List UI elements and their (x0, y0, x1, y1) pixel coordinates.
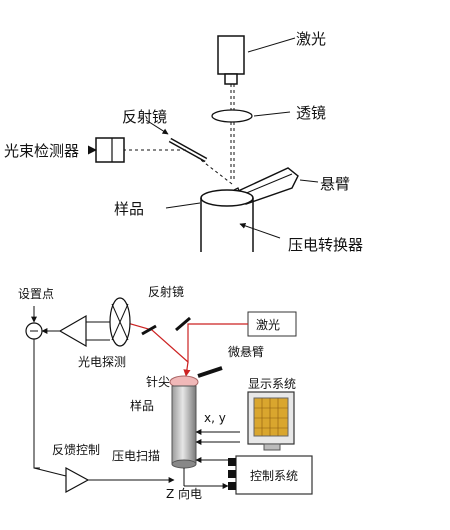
mirror-label: 反射镜 (148, 284, 184, 299)
beam-detector (95, 137, 125, 163)
top-sample-label: 样品 (114, 200, 144, 218)
amplifier (58, 314, 87, 348)
xy-label: x, y (204, 411, 226, 425)
top-scanner-label: 压电转换器 (288, 236, 363, 254)
setpoint-label: 设置点 (18, 287, 54, 301)
display-screen (253, 397, 289, 437)
top-detector-label: 光束检测器 (4, 142, 79, 160)
z-direction-label: Z 向电 (166, 486, 202, 501)
piezo-scan-label: 压电扫描 (112, 449, 160, 463)
tip-label: 针尖 (146, 374, 170, 389)
top-lens-label: 透镜 (296, 104, 326, 122)
photodetector-label: 光电探测 (78, 355, 126, 369)
piezo-cylinder (171, 385, 197, 465)
feedback-amplifier (65, 466, 90, 494)
microcantilever-label: 微悬臂 (228, 345, 264, 359)
laser-source (217, 35, 245, 75)
display-label: 显示系统 (248, 377, 296, 391)
laser-label: 激光 (256, 318, 280, 332)
laser-nozzle (224, 73, 238, 85)
microcantilever (197, 366, 223, 378)
sample-label: 样品 (130, 398, 154, 413)
mirror-b (141, 324, 157, 336)
top-cantilever-label: 悬臂 (320, 175, 350, 193)
top-mirror-label: 反射镜 (122, 108, 167, 126)
lens (211, 109, 253, 123)
mirror-a (175, 316, 191, 332)
top-afm-diagram: 激光 透镜 反射镜 光束检测器 悬臂 样品 压电转换器 (4, 30, 363, 254)
feedback-label: 反馈控制 (52, 443, 100, 457)
bottom-afm-diagram: 设置点 反射镜 激光 光电探测 微悬臂 显示系统 针尖 样品 x, y 反馈控制… (18, 284, 313, 501)
control-label: 控制系统 (250, 469, 298, 483)
top-laser-label: 激光 (296, 30, 326, 48)
